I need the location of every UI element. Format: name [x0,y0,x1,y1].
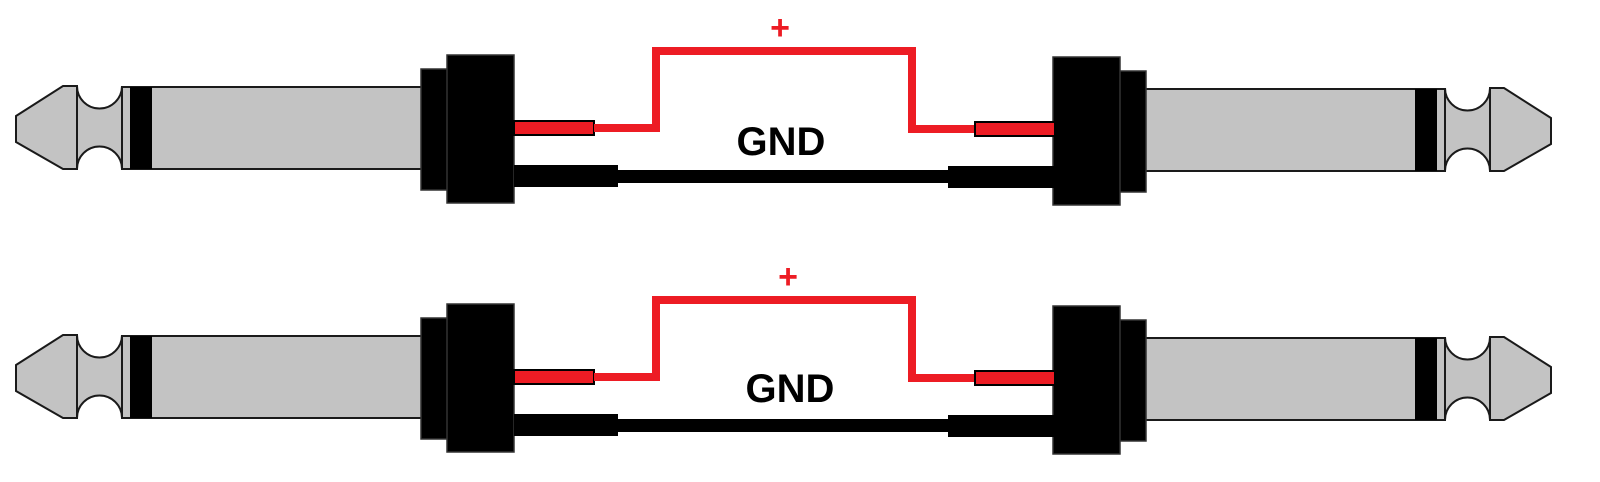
ground-wire [514,414,1055,437]
cable-2: + GND [15,258,1552,455]
right-plug [1052,56,1552,206]
positive-label: + [770,9,790,47]
signal-wire [513,296,1056,386]
left-plug [15,54,515,204]
positive-label: + [778,258,798,296]
ground-wire [514,165,1055,188]
right-plug [1052,305,1552,455]
ground-label: GND [737,120,826,164]
cable-1: + GND [15,9,1552,206]
signal-wire [513,47,1056,137]
ground-label: GND [746,367,835,411]
left-plug [15,303,515,453]
